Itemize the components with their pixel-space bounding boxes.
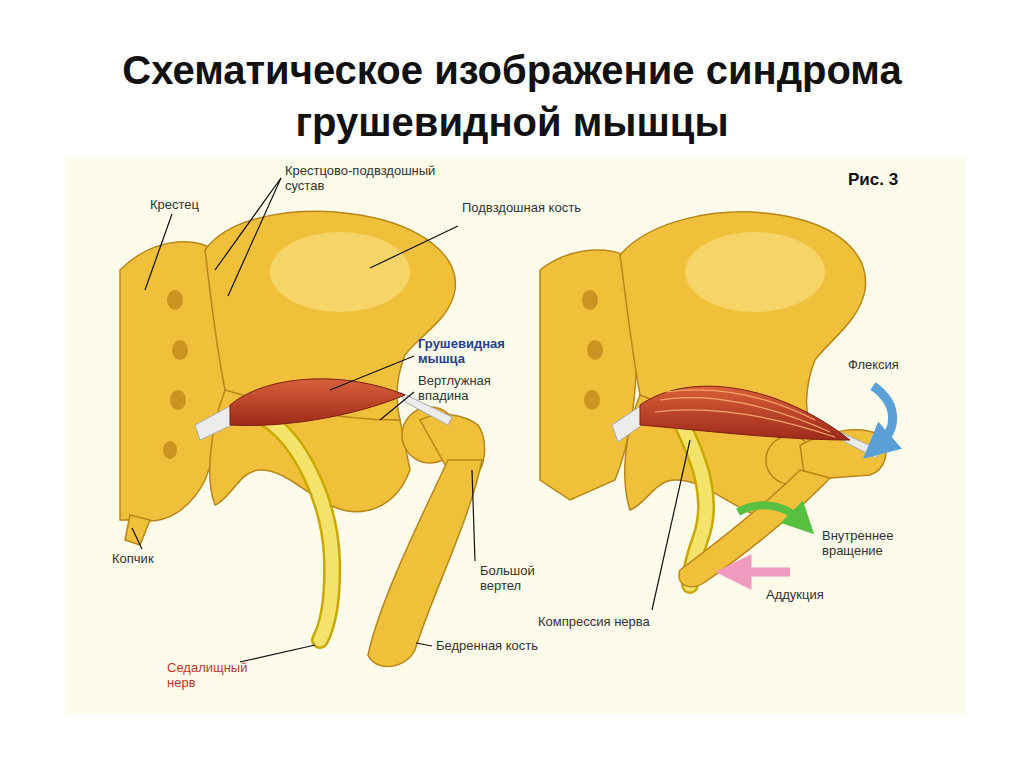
- movement-label: Аддукция: [766, 587, 824, 602]
- part-label: Вертлужная впадина: [418, 373, 533, 403]
- part-label: Подвздошная кость: [462, 200, 581, 215]
- part-label: Копчик: [112, 551, 154, 566]
- muscle-label: Грушевидная мышца: [418, 336, 543, 366]
- part-label: Бедренная кость: [436, 638, 538, 653]
- figure-number: Рис. 3: [848, 170, 898, 189]
- part-label: Крестцово-подвздошный сустав: [285, 163, 460, 193]
- movement-label: Флексия: [848, 357, 899, 372]
- part-label: Крестец: [150, 197, 199, 212]
- annotation: Компрессия нерва: [538, 614, 650, 629]
- nerve-label: Седалищный нерв: [167, 660, 247, 690]
- movement-label: Внутреннее вращение: [822, 528, 942, 558]
- part-label: Большой вертел: [480, 563, 560, 593]
- title: Схематическое изображение синдрома груше…: [112, 44, 912, 148]
